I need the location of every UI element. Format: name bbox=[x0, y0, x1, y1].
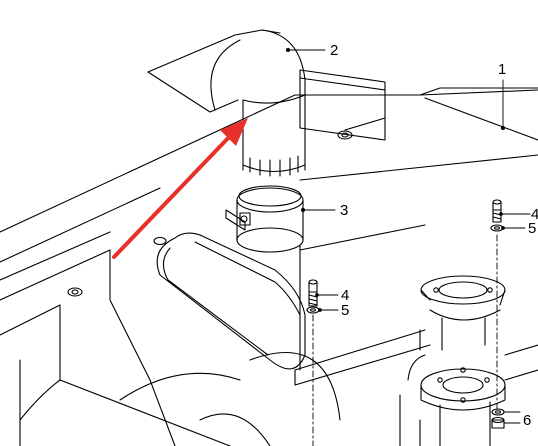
callout-3: 3 bbox=[340, 202, 349, 219]
leader-lines bbox=[285, 47, 531, 424]
callout-5-right: 5 bbox=[528, 220, 537, 237]
callout-4-left: 4 bbox=[341, 287, 350, 304]
red-arrow-annotation bbox=[112, 118, 248, 259]
callout-1: 1 bbox=[498, 61, 507, 78]
muffler bbox=[156, 232, 306, 370]
callout-2: 2 bbox=[330, 42, 339, 59]
callout-5-left: 5 bbox=[341, 302, 350, 319]
exhaust-elbow-pipe bbox=[147, 29, 306, 177]
flange-fittings bbox=[399, 275, 538, 446]
callout-4-right: 4 bbox=[531, 206, 538, 223]
washer-nut-bottom bbox=[491, 408, 505, 429]
assembly-center-lines bbox=[312, 234, 498, 446]
callout-6: 6 bbox=[523, 412, 532, 429]
bolt-left bbox=[306, 279, 320, 314]
engine-housing bbox=[0, 69, 538, 446]
pipe-clamp bbox=[225, 185, 304, 253]
